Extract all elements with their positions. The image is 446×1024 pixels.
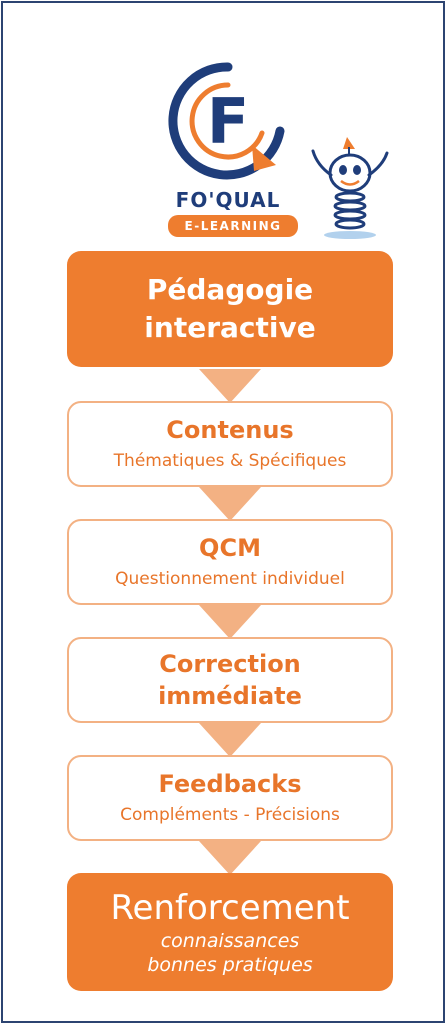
step-contenus: Contenus Thématiques & Spécifiques — [67, 401, 393, 487]
down-arrow-icon — [199, 605, 261, 639]
step-subtitle: Thématiques & Spécifiques — [113, 451, 347, 471]
step-subtitle: Questionnement individuel — [115, 569, 345, 589]
step-title: QCM — [199, 534, 261, 562]
down-arrow-icon — [199, 487, 261, 521]
step-title: Feedbacks — [158, 770, 302, 798]
brand-tagline: E-LEARNING — [168, 215, 298, 237]
step-title-line2: immédiate — [158, 682, 302, 710]
step-title-line2: interactive — [144, 311, 316, 344]
step-subtitle: Compléments - Précisions — [120, 805, 340, 825]
step-title-line1: Correction — [159, 650, 301, 678]
step-qcm: QCM Questionnement individuel — [67, 519, 393, 605]
spring-mascot-icon — [311, 137, 389, 239]
step-title: Renforcement — [110, 888, 350, 928]
brand-name: FO'QUAL — [175, 188, 281, 212]
step-correction-immediate: Correction immédiate — [67, 637, 393, 723]
step-renforcement: Renforcement connaissances bonnes pratiq… — [67, 873, 393, 991]
foqual-logo-icon: F — [168, 62, 285, 180]
logo-letter: F — [207, 85, 249, 158]
step-feedbacks: Feedbacks Compléments - Précisions — [67, 755, 393, 841]
step-pedagogie-interactive: Pédagogie interactive — [67, 251, 393, 367]
down-arrow-icon — [199, 369, 261, 403]
step-title: Contenus — [166, 416, 294, 444]
down-arrow-icon — [199, 841, 261, 875]
down-arrow-icon — [199, 723, 261, 757]
step-subtitle-line2: bonnes pratiques — [147, 954, 313, 976]
step-title-line1: Pédagogie — [146, 273, 314, 306]
step-subtitle-line1: connaissances — [160, 930, 300, 952]
logo-area: F FO'QUAL E-LEARNING — [3, 3, 443, 248]
